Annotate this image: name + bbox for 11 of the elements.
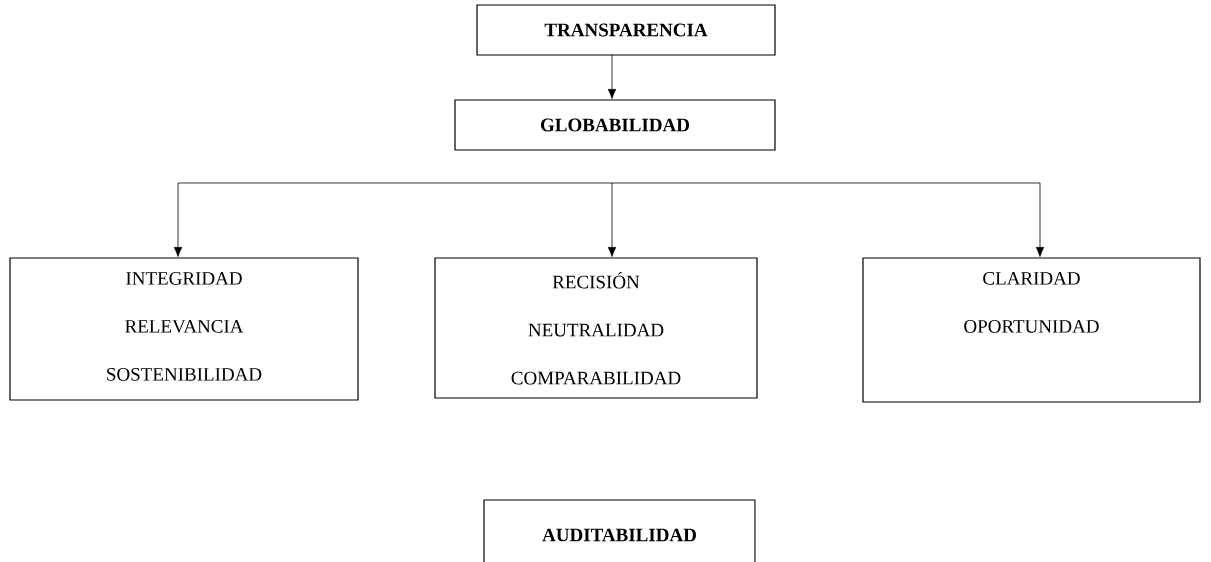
text-box: GLOBABILIDAD — [454, 99, 776, 151]
arrow — [607, 54, 617, 99]
connector-line — [177, 182, 1041, 184]
arrow — [607, 182, 617, 257]
text-box: CLARIDAD OPORTUNIDAD — [862, 257, 1201, 403]
text-box: RECISIÓN NEUTRALIDAD COMPARABILIDAD — [434, 257, 758, 399]
text-box: AUDITABILIDAD — [483, 499, 756, 562]
text-box: TRANSPARENCIA — [476, 4, 776, 56]
text-box: INTEGRIDAD RELEVANCIA SOSTENIBILIDAD — [9, 257, 359, 401]
arrow — [1035, 182, 1045, 257]
arrow — [173, 182, 183, 257]
